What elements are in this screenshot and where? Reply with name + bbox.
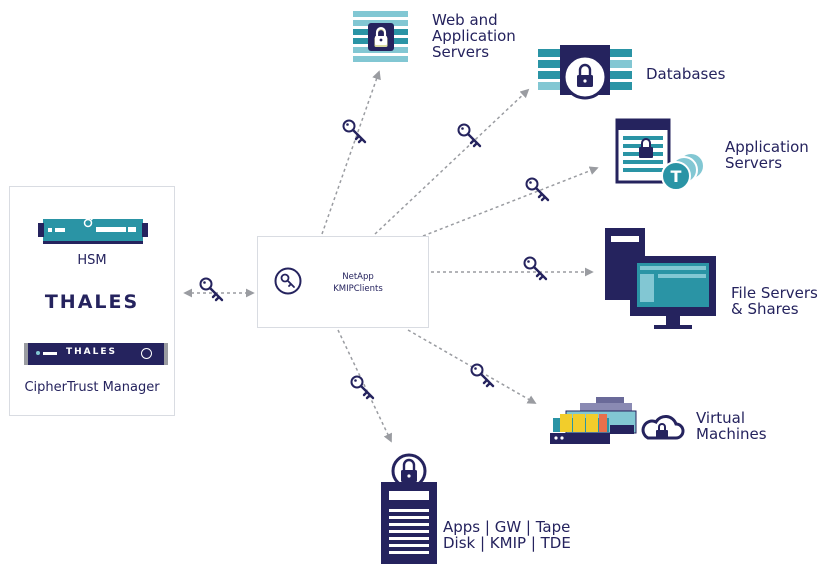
key-manager-panel: HSM THALES THALES CipherTrust Manager [9, 186, 175, 416]
vms-label: Virtual Machines [696, 409, 767, 443]
connector-vms [407, 329, 537, 404]
connector-apps [337, 329, 392, 443]
thales-logo: THALES [44, 291, 140, 313]
app-server-badge: T [671, 167, 682, 186]
databases-label: Databases [646, 65, 726, 83]
file-server-icon [605, 228, 716, 329]
hsm-label: HSM [77, 253, 107, 268]
app-server-icon: T [615, 118, 705, 191]
connector-databases [374, 88, 530, 235]
connector-app-servers [422, 166, 599, 237]
app-servers-label: Application Servers [725, 138, 809, 172]
key-icon [470, 363, 495, 388]
key-icon [350, 375, 375, 400]
key-circle-icon [274, 267, 302, 295]
web-servers-label: Web and Application Servers [432, 11, 516, 61]
netapp-label: NetApp [342, 272, 374, 282]
appliance-key-icon [141, 348, 152, 359]
web-server-icon [353, 11, 408, 62]
key-icon [525, 177, 550, 202]
key-icon [342, 119, 367, 144]
hsm-appliance-icon [38, 212, 148, 244]
key-icon [457, 123, 482, 148]
kmip-clients-label: KMIPClients [333, 284, 383, 294]
netapp-kmip-box: NetApp KMIPClients [257, 236, 429, 328]
connector-web [321, 70, 381, 235]
virtual-machines-icon [550, 397, 685, 444]
apps-server-icon [381, 453, 437, 564]
connectors [84, 70, 599, 443]
database-icon [538, 45, 632, 100]
file-servers-label: File Servers & Shares [731, 284, 818, 318]
appliance-logo: THALES [66, 347, 118, 357]
ciphertrust-manager-label: CipherTrust Manager [24, 380, 160, 395]
key-icon [199, 277, 224, 302]
apps-label: Apps | GW | Tape Disk | KMIP | TDE [443, 518, 571, 552]
appliance-unit: THALES [24, 343, 168, 365]
key-icon [523, 256, 548, 281]
